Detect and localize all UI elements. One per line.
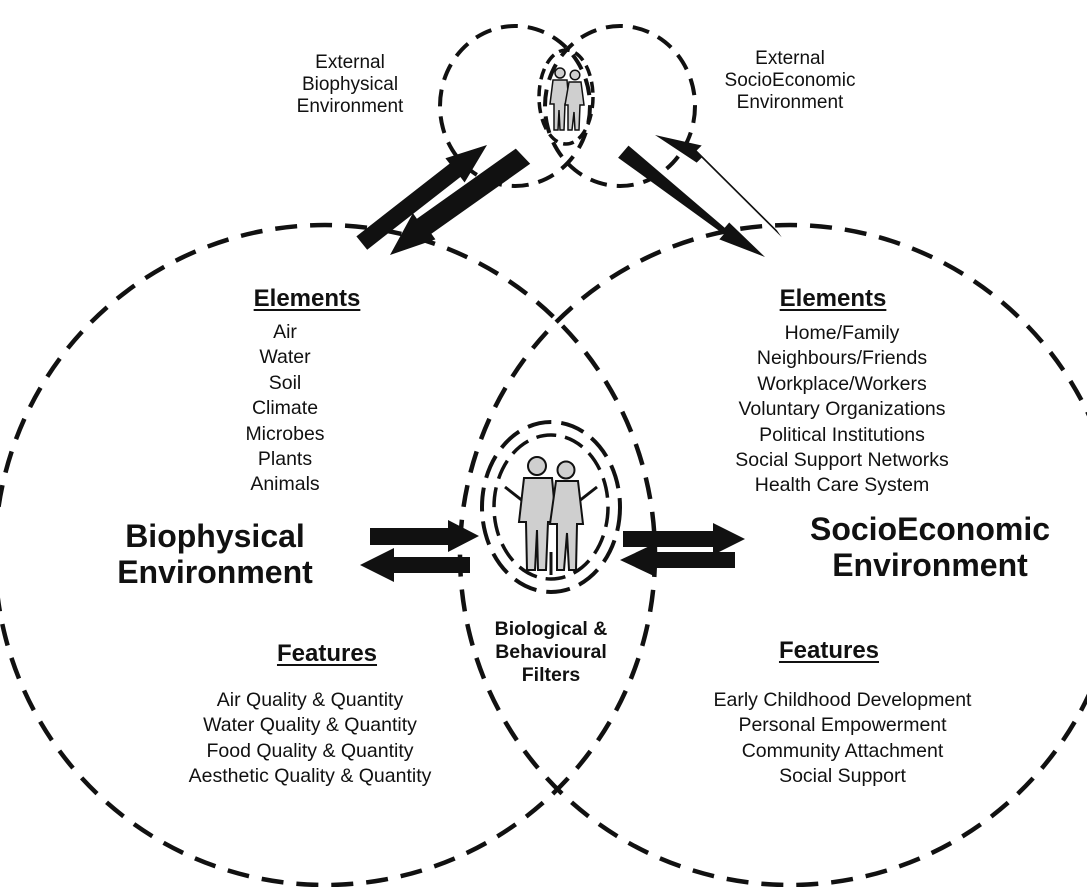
- list-item: Social Support Networks: [735, 449, 949, 472]
- left-features-list: Air Quality & Quantity Water Quality & Q…: [140, 688, 480, 790]
- list-item: Aesthetic Quality & Quantity: [188, 765, 432, 788]
- filter-line: Biological &: [494, 618, 608, 640]
- label-line: Environment: [296, 95, 404, 117]
- left-elements-heading: Elements: [253, 285, 361, 312]
- left-title: Biophysical Environment: [90, 518, 340, 590]
- label-line: SocioEconomic: [724, 69, 856, 91]
- center-people-figure: [517, 456, 585, 571]
- list-item: Early Childhood Development: [713, 689, 972, 711]
- list-item: Community Attachment: [741, 739, 944, 762]
- center-filter-label: Biological & Behavioural Filters: [466, 618, 636, 687]
- list-item: Air: [273, 321, 297, 343]
- socioeconomic-circle: [457, 222, 1087, 887]
- filter-line: Filters: [521, 664, 581, 686]
- label-line: External: [755, 48, 825, 69]
- right-features-heading: Features: [778, 637, 880, 664]
- list-item: Health Care System: [754, 474, 930, 497]
- title-line: Biophysical: [125, 518, 305, 554]
- list-item: Voluntary Organizations: [738, 398, 946, 421]
- right-features-list: Early Childhood Development Personal Emp…: [660, 688, 1025, 790]
- list-item: Plants: [257, 448, 313, 471]
- list-item: Animals: [250, 473, 320, 496]
- list-item: Personal Empowerment: [738, 714, 947, 737]
- external-socioeconomic-circle: [543, 24, 697, 188]
- right-elements-list: Home/Family Neighbours/Friends Workplace…: [692, 321, 992, 499]
- external-biophysical-label: External Biophysical Environment: [260, 52, 440, 118]
- external-people-figure: [549, 67, 585, 131]
- right-title: SocioEconomic Environment: [775, 511, 1085, 583]
- external-biophysical-circle: [438, 24, 592, 188]
- arrow-socioeconomic-to-filter: [620, 543, 735, 577]
- list-item: Water Quality & Quantity: [203, 714, 417, 737]
- title-line: Environment: [832, 547, 1028, 583]
- external-socioeconomic-label: External SocioEconomic Environment: [695, 48, 885, 114]
- title-line: SocioEconomic: [809, 511, 1051, 547]
- list-item: Water: [259, 346, 311, 369]
- list-item: Food Quality & Quantity: [206, 739, 414, 762]
- filter-line: Behavioural: [495, 641, 607, 663]
- center-inner-ring: [492, 433, 610, 581]
- list-item: Workplace/Workers: [757, 372, 927, 395]
- label-line: Biophysical: [301, 73, 399, 95]
- left-elements-list: Air Water Soil Climate Microbes Plants A…: [185, 320, 385, 498]
- external-person-ring: [537, 48, 595, 146]
- label-line: External: [315, 52, 385, 73]
- list-item: Soil: [268, 371, 302, 394]
- list-item: Home/Family: [784, 322, 900, 344]
- list-item: Political Institutions: [759, 423, 925, 446]
- right-elements-heading: Elements: [779, 285, 887, 312]
- list-item: Air Quality & Quantity: [216, 689, 404, 711]
- arrow-to-socioeconomic: [618, 145, 765, 257]
- arrow-to-external-biophysical: [356, 145, 487, 250]
- label-line: Environment: [736, 91, 844, 113]
- title-line: Environment: [117, 554, 313, 590]
- arrow-from-external-biophysical: [390, 148, 531, 255]
- list-item: Neighbours/Friends: [756, 347, 928, 370]
- list-item: Microbes: [245, 422, 325, 445]
- left-features-heading: Features: [276, 640, 378, 667]
- center-outer-ring: [480, 420, 622, 594]
- list-item: Social Support: [779, 765, 906, 788]
- arrow-biophysical-to-filter: [370, 520, 479, 552]
- arrow-filter-to-biophysical: [360, 548, 470, 582]
- list-item: Climate: [251, 397, 319, 420]
